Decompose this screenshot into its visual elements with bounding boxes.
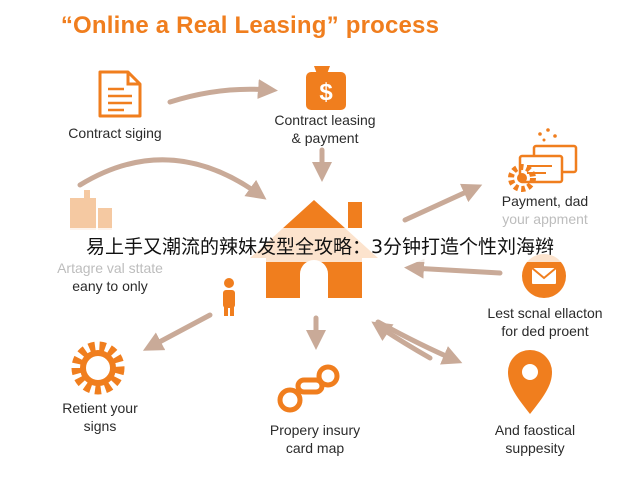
arrow-center-to-faostical	[375, 319, 463, 365]
arrow-faostical-back	[371, 321, 433, 361]
caption-overlay-text: 易上手又潮流的辣妹发型全攻略：3分钟打造个性刘海辫	[85, 236, 555, 258]
node-label-line: Lest scnal ellacton	[487, 305, 603, 321]
node-label-line: Propery insury	[269, 422, 361, 438]
node-artagre: Artagre val sttate eany to only	[30, 259, 190, 295]
node-label-line: & payment	[291, 130, 359, 146]
node-label-line: suppesity	[505, 440, 565, 456]
page-title: “Online a Real Leasing” process	[60, 12, 440, 39]
svg-text:$: $	[319, 79, 333, 106]
dollar-bag-icon: $	[306, 66, 346, 110]
map-pin-icon	[508, 350, 552, 414]
node-label-line: eany to only	[72, 278, 148, 294]
caption-overlay-band	[0, 228, 640, 262]
arrow-center-to-payment	[402, 183, 483, 223]
node-lest: Lest scnal ellacton for ded proent	[460, 304, 630, 340]
arrow-signing-to-leasing	[167, 79, 278, 105]
node-contract-leasing: Contract leasing & payment	[250, 111, 400, 147]
node-label-line: Artagre val sttate	[57, 260, 163, 276]
document-icon	[98, 70, 142, 118]
chain-link-icon	[277, 364, 340, 413]
gear-documents-icon	[508, 128, 578, 192]
node-label-line: your appment	[502, 211, 588, 227]
envelope-icon	[522, 254, 566, 298]
node-label-line: card map	[285, 440, 345, 456]
gear-icon	[71, 341, 125, 395]
arrow-lest-to-center	[404, 258, 503, 279]
node-label-line: for ded proent	[501, 323, 589, 339]
arrow-curve-to-center	[77, 157, 267, 200]
node-propery: Propery insury card map	[240, 421, 390, 457]
node-payment: Payment, dad your appment	[470, 192, 620, 228]
node-label-line: Contract siging	[68, 125, 162, 141]
arrow-center-to-retient	[142, 312, 213, 351]
node-label-line: Contract leasing	[274, 112, 376, 128]
node-contract-signing: Contract siging	[40, 124, 190, 142]
node-faostical: And faostical suppesity	[460, 421, 610, 457]
node-label-line: Payment, dad	[501, 193, 589, 209]
node-label-line: signs	[83, 418, 117, 434]
node-label-line: And faostical	[494, 422, 576, 438]
node-retient: Retient your signs	[30, 399, 170, 435]
person-icon	[223, 278, 235, 316]
building-icon	[70, 190, 112, 230]
node-label-line: Retient your	[62, 400, 138, 416]
